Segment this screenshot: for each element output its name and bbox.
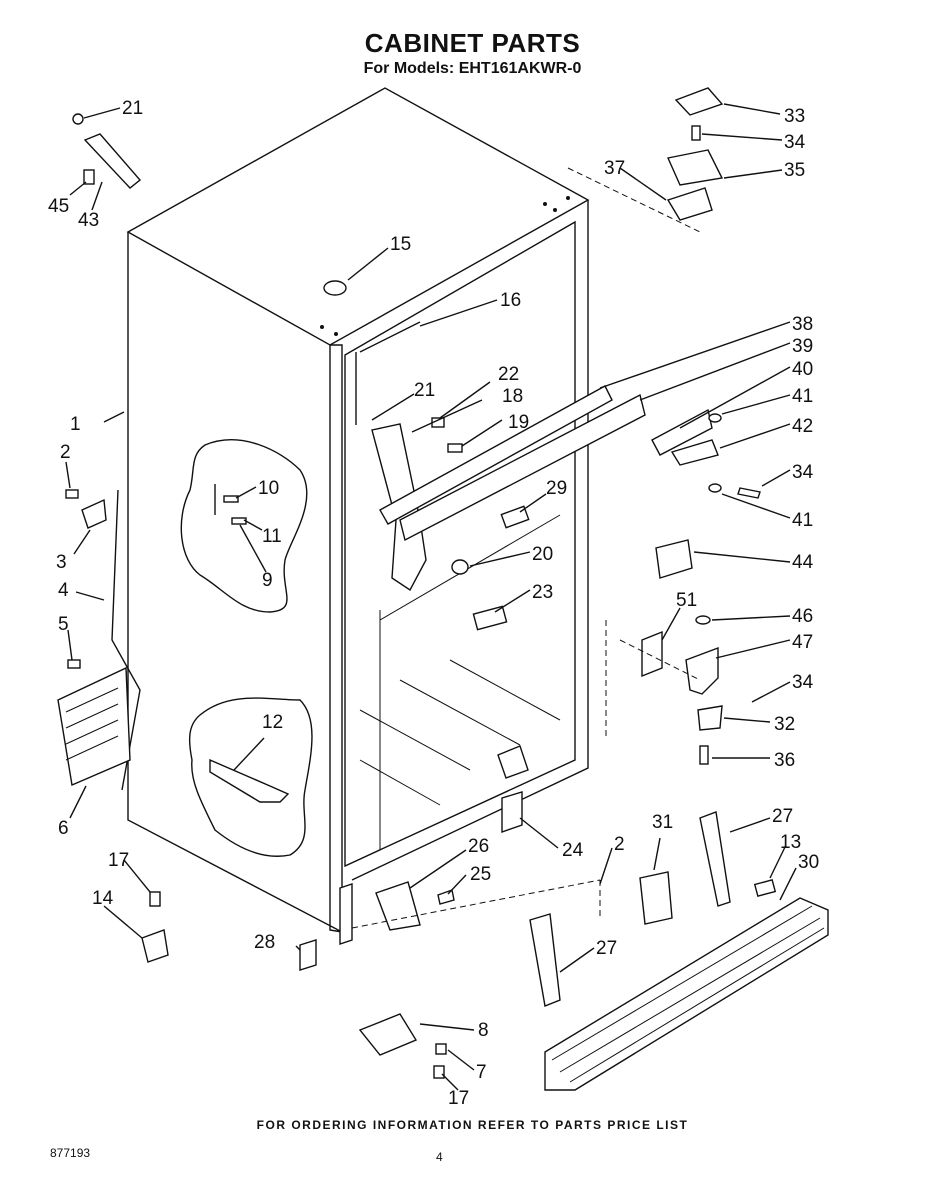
callout-46: 46 xyxy=(792,606,813,627)
callout-37: 37 xyxy=(604,158,625,179)
callout-2-left: 2 xyxy=(60,442,71,463)
callout-41-upper: 41 xyxy=(792,386,813,407)
callout-24: 24 xyxy=(562,840,584,861)
model-subtitle: For Models: EHT161AKWR-0 xyxy=(363,60,582,77)
callout-14: 14 xyxy=(92,888,114,909)
callout-3: 3 xyxy=(56,552,67,573)
callout-6: 6 xyxy=(58,818,69,839)
callout-33: 33 xyxy=(784,106,805,127)
callout-2-lower: 2 xyxy=(614,834,625,855)
callout-9: 9 xyxy=(262,570,273,591)
callout-18: 18 xyxy=(502,386,523,407)
callout-16: 16 xyxy=(500,290,521,311)
callout-51: 51 xyxy=(676,590,697,611)
callout-28: 28 xyxy=(254,932,275,953)
callout-27-lower: 27 xyxy=(596,938,617,959)
page-title: CABINET PARTS xyxy=(364,28,581,58)
callout-1: 1 xyxy=(70,414,81,435)
callout-29: 29 xyxy=(546,478,567,499)
callout-34-lower: 34 xyxy=(792,672,814,693)
callout-45: 45 xyxy=(48,196,69,217)
callout-4: 4 xyxy=(58,580,69,601)
callout-41-lower: 41 xyxy=(792,510,813,531)
callout-36: 36 xyxy=(774,750,795,771)
callout-10: 10 xyxy=(258,478,279,499)
callout-27-upper: 27 xyxy=(772,806,793,827)
callout-40: 40 xyxy=(792,359,813,380)
callout-23: 23 xyxy=(532,582,553,603)
callout-39: 39 xyxy=(792,336,813,357)
callout-labels: 21 45 43 15 16 33 34 35 37 38 39 40 41 4… xyxy=(48,98,819,1109)
callout-13: 13 xyxy=(780,832,801,853)
callout-34-mid: 34 xyxy=(792,462,814,483)
callout-30: 30 xyxy=(798,852,819,873)
callout-25: 25 xyxy=(470,864,491,885)
callout-11: 11 xyxy=(262,526,282,547)
callout-5: 5 xyxy=(58,614,69,635)
callout-15: 15 xyxy=(390,234,411,255)
callout-44: 44 xyxy=(792,552,814,573)
callout-35: 35 xyxy=(784,160,805,181)
callout-21-mid: 21 xyxy=(414,380,435,401)
callout-20: 20 xyxy=(532,544,553,565)
parts-illustrations xyxy=(57,87,829,1091)
callout-17-bottom: 17 xyxy=(448,1088,469,1109)
callout-38: 38 xyxy=(792,314,813,335)
callout-22: 22 xyxy=(498,364,519,385)
document-number: 877193 xyxy=(50,1146,91,1160)
callout-43: 43 xyxy=(78,210,99,231)
page-number: 4 xyxy=(436,1150,443,1164)
callout-42: 42 xyxy=(792,416,813,437)
callout-8: 8 xyxy=(478,1020,489,1041)
callout-31: 31 xyxy=(652,812,673,833)
leader-lines xyxy=(65,103,797,1091)
callout-26: 26 xyxy=(468,836,489,857)
callout-7: 7 xyxy=(476,1062,487,1083)
ordering-note: FOR ORDERING INFORMATION REFER TO PARTS … xyxy=(256,1118,689,1132)
callout-34-top: 34 xyxy=(784,132,806,153)
cabinet-shell xyxy=(126,87,590,934)
callout-21-top: 21 xyxy=(122,98,143,119)
callout-17-left: 17 xyxy=(108,850,129,871)
callout-47: 47 xyxy=(792,632,813,653)
callout-19: 19 xyxy=(508,412,529,433)
callout-12: 12 xyxy=(262,712,283,733)
callout-32: 32 xyxy=(774,714,795,735)
